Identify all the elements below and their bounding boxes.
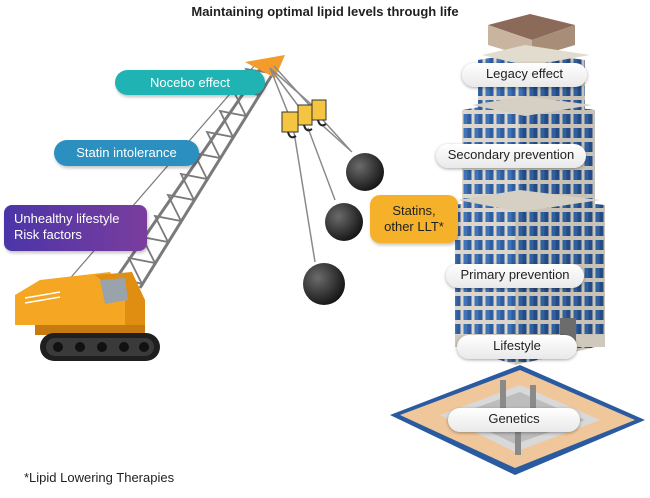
unhealthy-lifestyle-label: Unhealthy lifestyle Risk factors [4, 205, 147, 251]
legacy-effect-label: Legacy effect [462, 63, 587, 87]
diagram-title: Maintaining optimal lipid levels through… [191, 4, 459, 19]
hook-blocks [281, 99, 327, 139]
wrecking-ball-3 [303, 263, 345, 305]
crane-body [15, 272, 145, 335]
lifestyle-label: Lifestyle [457, 335, 577, 359]
statin-intolerance-label: Statin intolerance [54, 140, 199, 166]
primary-prevention-label: Primary prevention [446, 264, 584, 288]
statins-line2: other LLT* [384, 219, 444, 234]
genetics-label: Genetics [448, 408, 580, 432]
crane-boom [59, 61, 277, 291]
risk-factors-line2: Risk factors [14, 227, 82, 242]
statin-intolerance-text: Statin intolerance [76, 145, 177, 160]
nocebo-effect-label: Nocebo effect [115, 70, 265, 95]
statins-label: Statins, other LLT* [370, 195, 458, 243]
wrecking-ball-2 [325, 203, 363, 241]
secondary-prevention-label: Secondary prevention [436, 144, 586, 168]
nocebo-effect-text: Nocebo effect [150, 75, 230, 90]
footnote: *Lipid Lowering Therapies [24, 470, 175, 485]
unhealthy-lifestyle-line1: Unhealthy lifestyle [14, 211, 120, 226]
crane-tracks [40, 333, 160, 361]
wrecking-ball-1 [346, 153, 384, 191]
statins-line1: Statins, [392, 203, 436, 218]
